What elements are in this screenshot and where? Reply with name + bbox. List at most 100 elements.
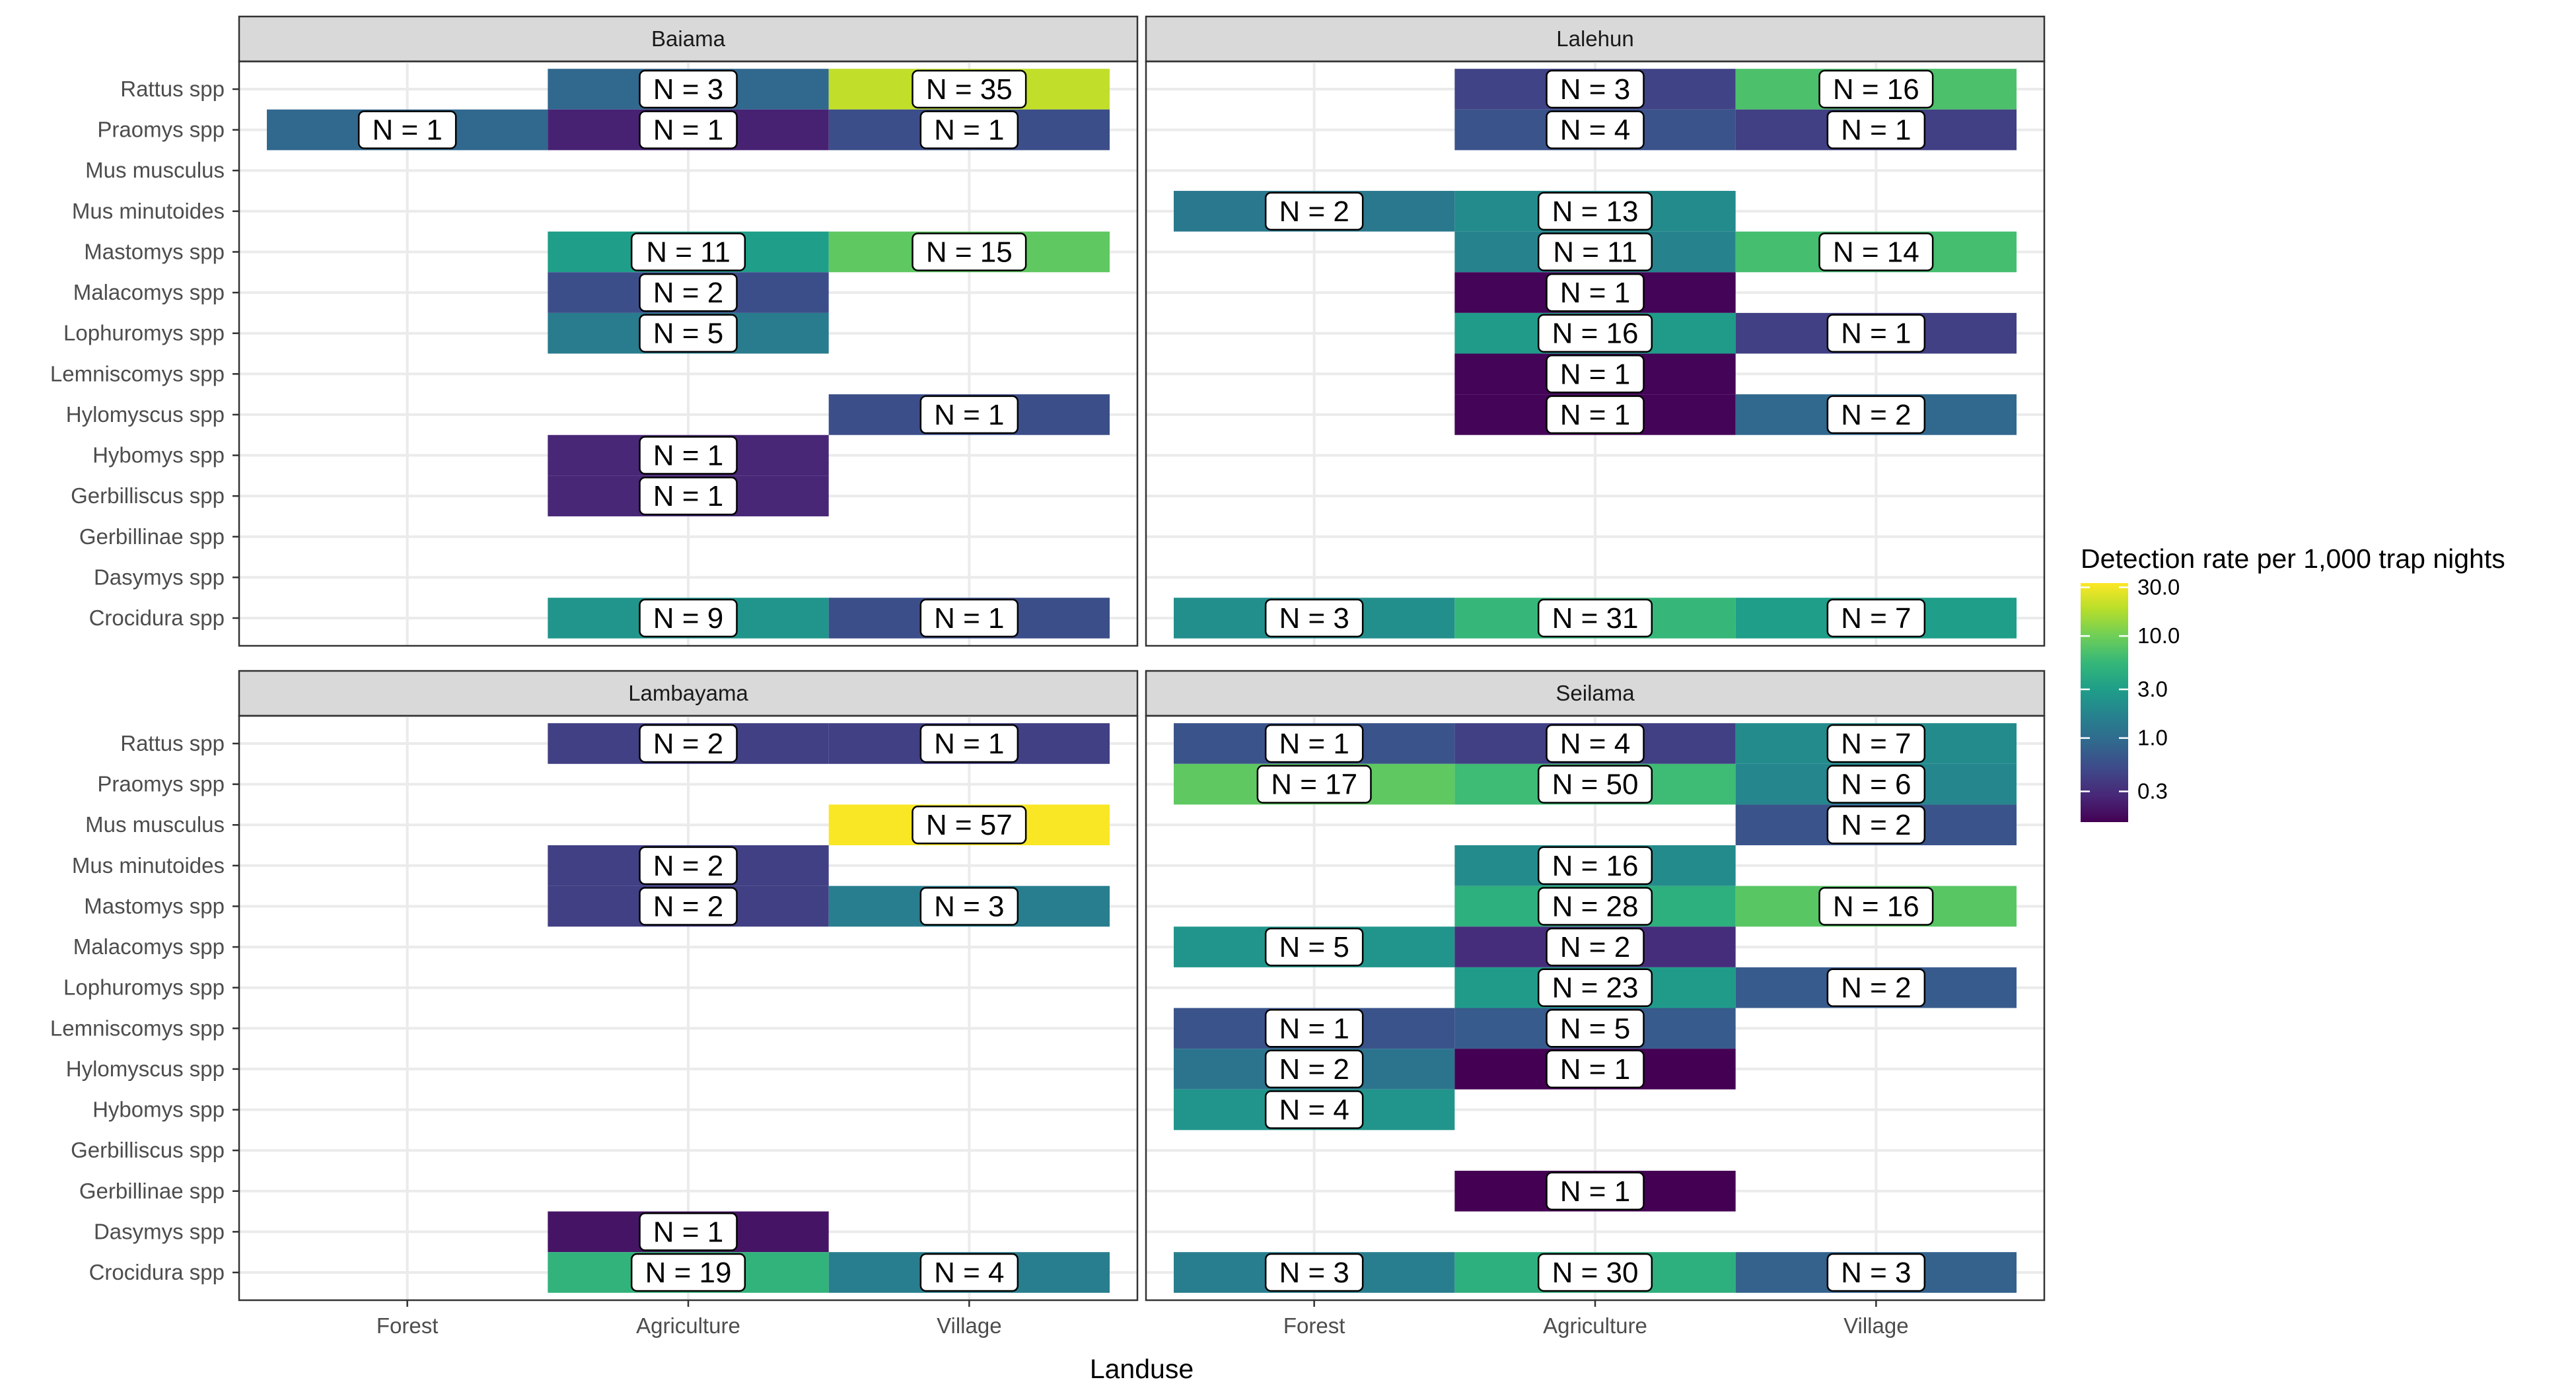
count-label: N = 2 [653, 850, 723, 882]
count-label: N = 1 [1279, 728, 1349, 760]
count-label-box [1264, 191, 1364, 231]
x-tick-label: Village [937, 1313, 1001, 1338]
y-tick-label: Praomys spp [97, 118, 225, 142]
y-tick-label: Malacomys spp [73, 280, 225, 304]
count-label-box [1546, 273, 1645, 312]
y-tick-label: Gerbillinae spp [79, 1179, 225, 1203]
y-tick-label: Hylomyscus spp [66, 1057, 225, 1081]
count-label: N = 2 [1841, 399, 1911, 431]
count-label-box [919, 1253, 1019, 1292]
count-label-box [1256, 765, 1372, 804]
count-label-box [1264, 724, 1364, 763]
y-tick-label: Gerbilliscus spp [71, 483, 225, 508]
count-label: N = 1 [1560, 399, 1630, 431]
count-label: N = 1 [934, 114, 1004, 147]
count-label-box [1264, 1049, 1364, 1089]
y-tick-label: Mus minutoides [72, 199, 225, 223]
count-label-box [1826, 598, 1926, 638]
count-label: N = 2 [653, 277, 723, 309]
count-label-box [912, 805, 1027, 845]
x-tick-label: Forest [376, 1313, 439, 1338]
count-label: N = 2 [653, 728, 723, 760]
count-label-box [639, 846, 738, 886]
facet-strip-lalehun [1145, 15, 2046, 63]
count-label: N = 3 [1560, 73, 1630, 106]
count-label-box [1546, 1009, 1645, 1048]
count-label: N = 15 [926, 236, 1013, 268]
panel-border-lalehun [1145, 60, 2046, 647]
count-label-box [1537, 887, 1653, 926]
y-tick-label: Dasymys spp [94, 1219, 225, 1243]
count-label: N = 16 [1552, 318, 1639, 350]
count-label: N = 11 [646, 236, 731, 268]
y-tick-label: Rattus spp [120, 731, 225, 755]
count-label: N = 4 [934, 1257, 1004, 1289]
count-label: N = 1 [934, 602, 1004, 635]
count-label-box [919, 887, 1019, 926]
count-label-box [912, 69, 1027, 109]
count-label-box [1546, 927, 1645, 967]
facet-label-seilama: Seilama [1556, 681, 1635, 705]
count-label: N = 50 [1552, 769, 1639, 801]
count-label-box [1546, 1049, 1645, 1089]
count-label: N = 35 [926, 73, 1013, 106]
count-label-box [1264, 927, 1364, 967]
count-label-box [1537, 846, 1653, 886]
colorbar-legend: Detection rate per 1,000 trap nights0.31… [2081, 543, 2505, 822]
count-label-box [1546, 1171, 1645, 1211]
y-tick-label: Mastomys spp [84, 239, 225, 263]
count-label: N = 30 [1552, 1257, 1639, 1289]
count-label: N = 6 [1841, 769, 1911, 801]
count-label-box [919, 724, 1019, 763]
count-label-box [1546, 724, 1645, 763]
count-label: N = 1 [934, 399, 1004, 431]
count-label: N = 4 [1560, 728, 1630, 760]
y-tick-label: Lemniscomys spp [50, 361, 225, 386]
count-label-box [1546, 110, 1645, 149]
y-tick-label: Hylomyscus spp [66, 402, 225, 427]
count-label-box [1826, 110, 1926, 149]
count-label: N = 3 [934, 890, 1004, 922]
count-label: N = 2 [653, 890, 723, 922]
y-tick-label: Hybomys spp [92, 1097, 225, 1122]
x-tick-label: Forest [1283, 1313, 1345, 1338]
y-tick-label: Lemniscomys spp [50, 1016, 225, 1040]
count-label-box [919, 395, 1019, 434]
count-label-box [639, 1212, 738, 1251]
count-label-box [919, 110, 1019, 149]
count-label: N = 1 [934, 728, 1004, 760]
count-label: N = 1 [1841, 318, 1911, 350]
count-label-box [1264, 598, 1364, 638]
count-label-box [1537, 232, 1653, 271]
count-label: N = 1 [1279, 1012, 1349, 1045]
count-label: N = 4 [1279, 1094, 1349, 1127]
y-tick-label: Malacomys spp [73, 934, 225, 959]
facet-label-lalehun: Lalehun [1556, 26, 1633, 51]
facet-strip-baiama [238, 15, 1139, 63]
count-label-box [639, 436, 738, 475]
count-label: N = 2 [1560, 931, 1630, 963]
count-label: N = 14 [1833, 236, 1919, 268]
count-label-box [639, 887, 738, 926]
count-label: N = 4 [1560, 114, 1630, 147]
count-label: N = 23 [1552, 972, 1639, 1004]
legend-break-label: 0.3 [2137, 779, 2168, 803]
legend-break-label: 3.0 [2137, 677, 2168, 701]
count-label-box [630, 232, 746, 271]
y-tick-label: Dasymys spp [94, 565, 225, 589]
count-label: N = 16 [1833, 73, 1919, 106]
count-label: N = 7 [1841, 728, 1911, 760]
count-label: N = 7 [1841, 602, 1911, 635]
colorbar [2081, 583, 2128, 822]
count-label: N = 1 [653, 114, 723, 147]
count-label: N = 2 [1841, 972, 1911, 1004]
legend-break-label: 1.0 [2137, 726, 2168, 750]
count-label: N = 9 [653, 602, 723, 635]
y-tick-label: Gerbillinae spp [79, 524, 225, 549]
count-label-box [1546, 395, 1645, 434]
count-label: N = 16 [1552, 850, 1639, 882]
count-label-box [1826, 314, 1926, 353]
count-label: N = 28 [1552, 890, 1639, 922]
